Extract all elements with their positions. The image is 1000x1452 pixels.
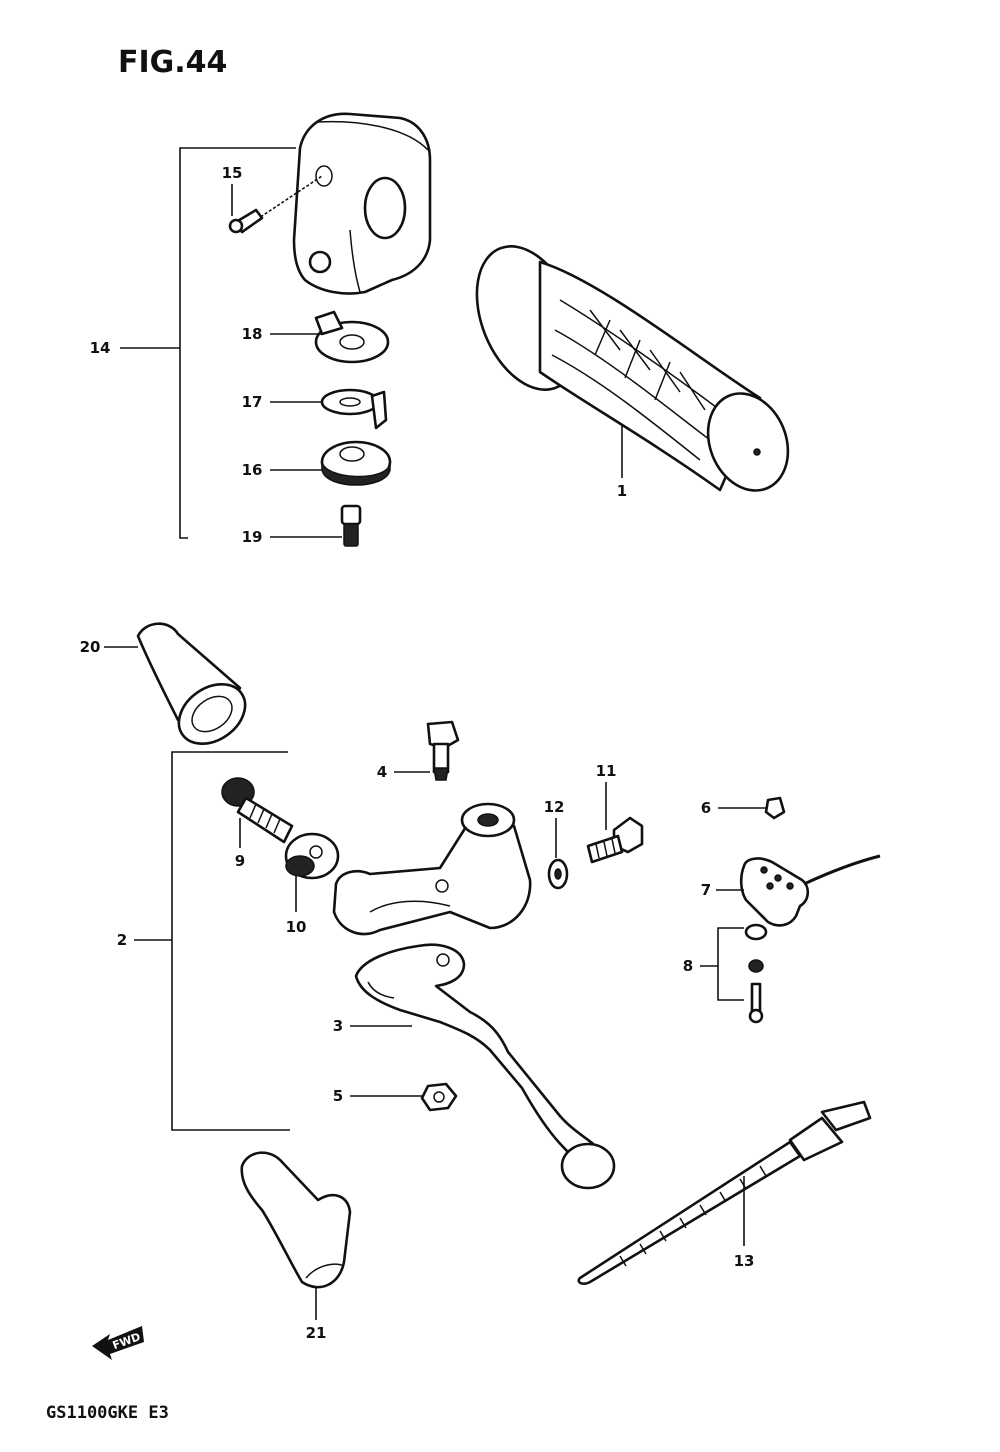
- forward-label: FWD: [111, 1330, 142, 1352]
- callout-17: 17: [242, 393, 263, 411]
- callout-20: 20: [80, 638, 101, 656]
- figure-title: FIG.44: [118, 45, 227, 80]
- callout-8: 8: [683, 957, 693, 975]
- callout-7: 7: [701, 881, 711, 899]
- guide-16: [320, 440, 392, 486]
- callout-18: 18: [242, 325, 263, 343]
- callout-14: 14: [90, 339, 111, 357]
- bolt-11: [586, 816, 644, 864]
- screw-6: [764, 796, 786, 820]
- callout-13: 13: [734, 1252, 755, 1270]
- callout-9: 9: [235, 852, 245, 870]
- callout-3: 3: [333, 1017, 343, 1035]
- screw-15: [228, 175, 323, 234]
- callout-2: 2: [117, 931, 127, 949]
- screw-19: [340, 504, 362, 547]
- washer-12: [547, 858, 569, 890]
- callout-19: 19: [242, 528, 263, 546]
- callout-12: 12: [544, 798, 565, 816]
- callout-11: 11: [596, 762, 617, 780]
- callout-4: 4: [377, 763, 387, 781]
- clutch-lever-3: [354, 943, 616, 1190]
- throttle-cam-18: [314, 310, 390, 364]
- lever-boot-20: [136, 622, 247, 745]
- nut-5: [420, 1082, 458, 1112]
- clutch-switch-7: [739, 854, 881, 927]
- callout-1: 1: [617, 482, 627, 500]
- pivot-bolt-4: [426, 720, 460, 781]
- cable-tie-13: [577, 1100, 872, 1285]
- switch-housing: [292, 112, 432, 295]
- callout-5: 5: [333, 1087, 343, 1105]
- callout-6: 6: [701, 799, 711, 817]
- lever-cover-21: [240, 1151, 352, 1289]
- model-code: GS1100GKE E3: [46, 1403, 169, 1423]
- forward-arrow-icon: FWD: [92, 1326, 144, 1360]
- lever-holder: [332, 802, 532, 936]
- adjuster-nut-10: [284, 832, 340, 880]
- washer-17: [320, 388, 388, 430]
- handlebar-grip: [475, 245, 790, 492]
- callout-15: 15: [222, 164, 243, 182]
- adjuster-bolt-9: [221, 777, 294, 844]
- screw-set-8: [744, 923, 768, 1024]
- callout-21: 21: [306, 1324, 327, 1342]
- callout-16: 16: [242, 461, 263, 479]
- callout-10: 10: [286, 918, 307, 936]
